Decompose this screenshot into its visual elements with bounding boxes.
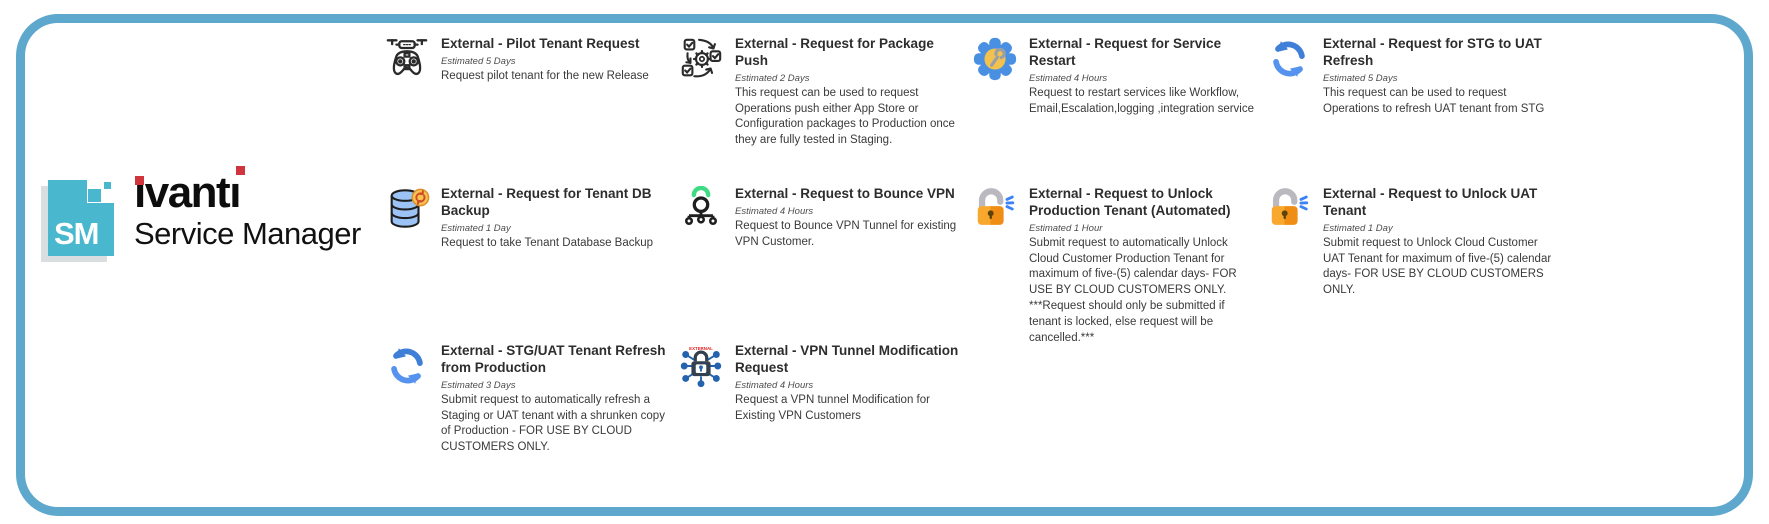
card-title: External - Request to Unlock UAT Tenant bbox=[1323, 186, 1538, 218]
brand-red-dot bbox=[235, 166, 245, 175]
card-estimate: Estimated 1 Day bbox=[441, 222, 511, 234]
card-estimate: Estimated 5 Days bbox=[441, 55, 516, 67]
card-description: Request to take Tenant Database Backup bbox=[441, 236, 654, 249]
ivanti-pixel-mark-icon bbox=[87, 180, 114, 203]
card-text: External - Request to Unlock UAT Tenant … bbox=[1323, 186, 1553, 299]
catalog-item[interactable]: External - Request for Service Restart E… bbox=[971, 36, 1259, 117]
card-description: Request pilot tenant for the new Release bbox=[441, 69, 649, 82]
product-name: Service Manager bbox=[134, 216, 361, 252]
unlock-padlock-icon bbox=[1265, 186, 1313, 234]
catalog-item[interactable]: EXTERNAL External - VPN Tunnel Modificat… bbox=[677, 343, 965, 424]
card-text: External - Request to Unlock Production … bbox=[1029, 186, 1259, 347]
brand-wordmark-text: ıvantı bbox=[134, 168, 241, 217]
card-title: External - Request for Service Restart bbox=[1029, 36, 1222, 68]
card-text: External - Request for Service Restart E… bbox=[1029, 36, 1259, 117]
catalog-item[interactable]: External - Request to Bounce VPN Estimat… bbox=[677, 186, 965, 251]
card-estimate: Estimated 1 Hour bbox=[1029, 222, 1103, 234]
card-description: Request a VPN tunnel Modification for Ex… bbox=[735, 393, 930, 422]
card-text: External - Request to Bounce VPN Estimat… bbox=[735, 186, 965, 251]
catalog-item[interactable]: External - Request for Tenant DB Backup … bbox=[383, 186, 671, 252]
card-title: External - Request for Tenant DB Backup bbox=[441, 186, 652, 218]
brand-red-dot bbox=[135, 176, 144, 185]
catalog-item[interactable]: External - Request to Unlock Production … bbox=[971, 186, 1259, 347]
refresh-arrows-icon bbox=[1265, 36, 1313, 84]
catalog-item[interactable]: External - Request for Package Push Esti… bbox=[677, 36, 965, 149]
card-title: External - STG/UAT Tenant Refresh from P… bbox=[441, 343, 666, 375]
card-text: External - Request for Tenant DB Backup … bbox=[441, 186, 671, 252]
card-estimate: Estimated 4 Hours bbox=[735, 205, 814, 217]
service-catalog-grid: External - Pilot Tenant Request Estimate… bbox=[383, 36, 1559, 456]
card-description: Submit request to Unlock Cloud Customer … bbox=[1323, 236, 1552, 297]
card-estimate: Estimated 3 Days bbox=[441, 379, 516, 391]
card-text: External - VPN Tunnel Modification Reque… bbox=[735, 343, 965, 424]
sm-logo-badge: SM bbox=[48, 180, 114, 256]
catalog-panel-frame bbox=[16, 14, 1753, 516]
catalog-item[interactable]: External - Request for STG to UAT Refres… bbox=[1265, 36, 1553, 117]
card-description: This request can be used to request Oper… bbox=[1323, 86, 1545, 115]
package-push-icon bbox=[677, 36, 725, 84]
ivanti-service-manager-logo: SM ıvantı Service Manager bbox=[41, 166, 361, 262]
vpn-tunnel-lock-icon: EXTERNAL bbox=[677, 343, 725, 391]
catalog-item[interactable]: External - STG/UAT Tenant Refresh from P… bbox=[383, 343, 671, 456]
card-text: External - Request for STG to UAT Refres… bbox=[1323, 36, 1553, 117]
card-estimate: Estimated 1 Day bbox=[1323, 222, 1393, 234]
card-title: External - Request for STG to UAT Refres… bbox=[1323, 36, 1542, 68]
card-title: External - Request to Bounce VPN bbox=[735, 186, 955, 201]
refresh-arrows-icon bbox=[383, 343, 431, 391]
card-text: External - Pilot Tenant Request Estimate… bbox=[441, 36, 671, 85]
card-description: This request can be used to request Oper… bbox=[735, 86, 955, 147]
card-estimate: Estimated 5 Days bbox=[1323, 72, 1398, 84]
database-backup-icon bbox=[383, 186, 431, 234]
card-title: External - Pilot Tenant Request bbox=[441, 36, 640, 51]
catalog-item[interactable]: External - Pilot Tenant Request Estimate… bbox=[383, 36, 671, 85]
card-description: Submit request to automatically Unlock C… bbox=[1029, 236, 1237, 344]
catalog-item[interactable]: External - Request to Unlock UAT Tenant … bbox=[1265, 186, 1553, 299]
card-title: External - Request to Unlock Production … bbox=[1029, 186, 1231, 218]
svg-text:EXTERNAL: EXTERNAL bbox=[689, 346, 713, 351]
brand-wordmark: ıvantı bbox=[134, 166, 245, 217]
card-description: Request to restart services like Workflo… bbox=[1029, 86, 1255, 115]
card-estimate: Estimated 2 Days bbox=[735, 72, 810, 84]
card-estimate: Estimated 4 Hours bbox=[735, 379, 814, 391]
drone-pilot-icon bbox=[383, 36, 431, 84]
card-text: External - Request for Package Push Esti… bbox=[735, 36, 965, 149]
card-text: External - STG/UAT Tenant Refresh from P… bbox=[441, 343, 671, 456]
service-restart-gear-icon bbox=[971, 36, 1019, 84]
sm-badge-text: SM bbox=[54, 216, 99, 251]
card-title: External - Request for Package Push bbox=[735, 36, 934, 68]
unlock-padlock-icon bbox=[971, 186, 1019, 234]
card-description: Submit request to automatically refresh … bbox=[441, 393, 665, 454]
sm-logo-icon: SM bbox=[41, 178, 118, 262]
vpn-network-icon bbox=[677, 186, 725, 234]
card-title: External - VPN Tunnel Modification Reque… bbox=[735, 343, 959, 375]
card-description: Request to Bounce VPN Tunnel for existin… bbox=[735, 219, 957, 248]
card-estimate: Estimated 4 Hours bbox=[1029, 72, 1108, 84]
